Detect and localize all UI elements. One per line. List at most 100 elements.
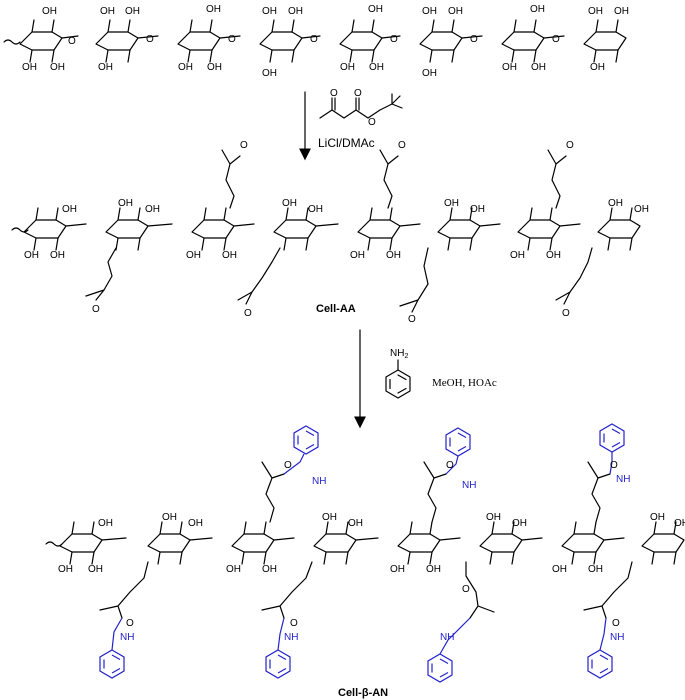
svg-text:OH: OH bbox=[24, 250, 39, 261]
svg-text:OH: OH bbox=[350, 250, 365, 261]
svg-text:OH: OH bbox=[588, 564, 603, 575]
svg-text:NH: NH bbox=[312, 476, 326, 487]
svg-text:O: O bbox=[244, 308, 252, 319]
svg-text:NH: NH bbox=[440, 632, 454, 643]
product-cell-aa: Cell-AA bbox=[316, 303, 356, 315]
svg-text:OH: OH bbox=[390, 564, 405, 575]
svg-text:O: O bbox=[146, 34, 154, 45]
svg-text:OH: OH bbox=[222, 250, 237, 261]
svg-text:OH: OH bbox=[502, 62, 517, 73]
tert-butyl-acetoacetate: O O O bbox=[319, 88, 403, 128]
svg-text:O: O bbox=[390, 34, 398, 45]
svg-text:OH: OH bbox=[614, 6, 629, 17]
svg-text:OH: OH bbox=[444, 198, 459, 209]
svg-text:OH: OH bbox=[207, 62, 222, 73]
svg-text:O: O bbox=[446, 460, 454, 471]
product-cell-beta-an: Cell-β-AN bbox=[338, 687, 388, 699]
svg-text:OH: OH bbox=[590, 62, 605, 73]
svg-text:NH: NH bbox=[120, 632, 134, 643]
svg-text:OH: OH bbox=[100, 6, 115, 17]
svg-text:OH: OH bbox=[348, 518, 363, 529]
svg-text:OH: OH bbox=[546, 250, 561, 261]
svg-text:OH: OH bbox=[674, 518, 685, 529]
svg-text:OH: OH bbox=[588, 6, 603, 17]
svg-text:O: O bbox=[610, 460, 618, 471]
cellulose-chain bbox=[3, 19, 627, 63]
svg-text:O: O bbox=[566, 140, 574, 151]
svg-text:O: O bbox=[228, 34, 236, 45]
svg-text:O: O bbox=[126, 618, 134, 629]
svg-text:OH: OH bbox=[262, 6, 277, 17]
step2-conditions: MeOH, HOAc bbox=[432, 377, 497, 389]
svg-text:OH: OH bbox=[608, 198, 623, 209]
svg-text:O: O bbox=[462, 584, 470, 595]
svg-text:OH: OH bbox=[62, 204, 77, 215]
svg-text:O: O bbox=[398, 140, 406, 151]
svg-text:NH: NH bbox=[462, 480, 476, 491]
svg-text:NH: NH bbox=[616, 474, 630, 485]
svg-text:NH: NH bbox=[284, 632, 298, 643]
svg-text:NH2: NH2 bbox=[390, 348, 408, 360]
svg-text:O: O bbox=[240, 140, 248, 151]
svg-text:OH: OH bbox=[552, 564, 567, 575]
svg-text:OH: OH bbox=[422, 6, 437, 17]
svg-text:OH: OH bbox=[125, 6, 140, 17]
svg-text:OH: OH bbox=[145, 204, 160, 215]
svg-text:OH: OH bbox=[448, 6, 463, 17]
svg-text:OH: OH bbox=[282, 198, 297, 209]
svg-text:OH: OH bbox=[88, 564, 103, 575]
svg-text:O: O bbox=[284, 460, 292, 471]
cell-aa-labels: OH OH OH OH OH OH OH OH OH OH OH OH OH O… bbox=[24, 140, 649, 325]
svg-text:O: O bbox=[310, 34, 318, 45]
svg-text:OH: OH bbox=[288, 6, 303, 17]
svg-text:O: O bbox=[92, 304, 100, 315]
svg-text:O: O bbox=[354, 88, 362, 99]
svg-text:OH: OH bbox=[512, 518, 527, 529]
svg-text:OH: OH bbox=[50, 250, 65, 261]
svg-text:OH: OH bbox=[486, 512, 501, 523]
svg-text:OH: OH bbox=[178, 62, 193, 73]
svg-text:OH: OH bbox=[470, 204, 485, 215]
svg-text:OH: OH bbox=[510, 250, 525, 261]
cellulose-labels: OH OH OH OH OH OH OH OH OH OH OH OH OH O… bbox=[22, 4, 629, 79]
aniline-substituents bbox=[99, 423, 625, 683]
svg-text:OH: OH bbox=[531, 62, 546, 73]
svg-text:OH: OH bbox=[650, 512, 665, 523]
svg-text:OH: OH bbox=[426, 564, 441, 575]
svg-text:OH: OH bbox=[530, 4, 545, 15]
svg-text:O: O bbox=[470, 34, 478, 45]
svg-text:OH: OH bbox=[118, 198, 133, 209]
svg-text:OH: OH bbox=[226, 564, 241, 575]
svg-text:OH: OH bbox=[206, 4, 221, 15]
svg-text:OH: OH bbox=[98, 62, 113, 73]
svg-text:O: O bbox=[368, 117, 376, 128]
aniline-reagent: NH2 bbox=[385, 348, 411, 399]
svg-text:OH: OH bbox=[162, 512, 177, 523]
svg-text:OH: OH bbox=[308, 204, 323, 215]
svg-text:OH: OH bbox=[386, 250, 401, 261]
svg-text:O: O bbox=[290, 618, 298, 629]
svg-text:O: O bbox=[612, 618, 620, 629]
cell-aa-chain bbox=[11, 149, 641, 313]
cell-an-labels: OH OH OH OH OH OH OH OH OH OH OH OH OH O… bbox=[58, 460, 685, 643]
svg-text:OH: OH bbox=[368, 4, 383, 15]
svg-text:OH: OH bbox=[186, 250, 201, 261]
svg-text:O: O bbox=[330, 88, 338, 99]
svg-text:OH: OH bbox=[58, 564, 73, 575]
svg-text:OH: OH bbox=[369, 62, 384, 73]
svg-text:OH: OH bbox=[98, 518, 113, 529]
svg-text:OH: OH bbox=[188, 518, 203, 529]
svg-text:O: O bbox=[408, 314, 416, 325]
cell-an-chain bbox=[45, 461, 685, 619]
svg-text:OH: OH bbox=[340, 62, 355, 73]
svg-text:OH: OH bbox=[634, 204, 649, 215]
svg-text:OH: OH bbox=[322, 512, 337, 523]
svg-text:O: O bbox=[68, 36, 76, 47]
svg-text:NH: NH bbox=[610, 632, 624, 643]
svg-text:OH: OH bbox=[262, 564, 277, 575]
svg-text:OH: OH bbox=[422, 68, 437, 79]
svg-text:O: O bbox=[552, 34, 560, 45]
svg-text:OH: OH bbox=[22, 62, 37, 73]
